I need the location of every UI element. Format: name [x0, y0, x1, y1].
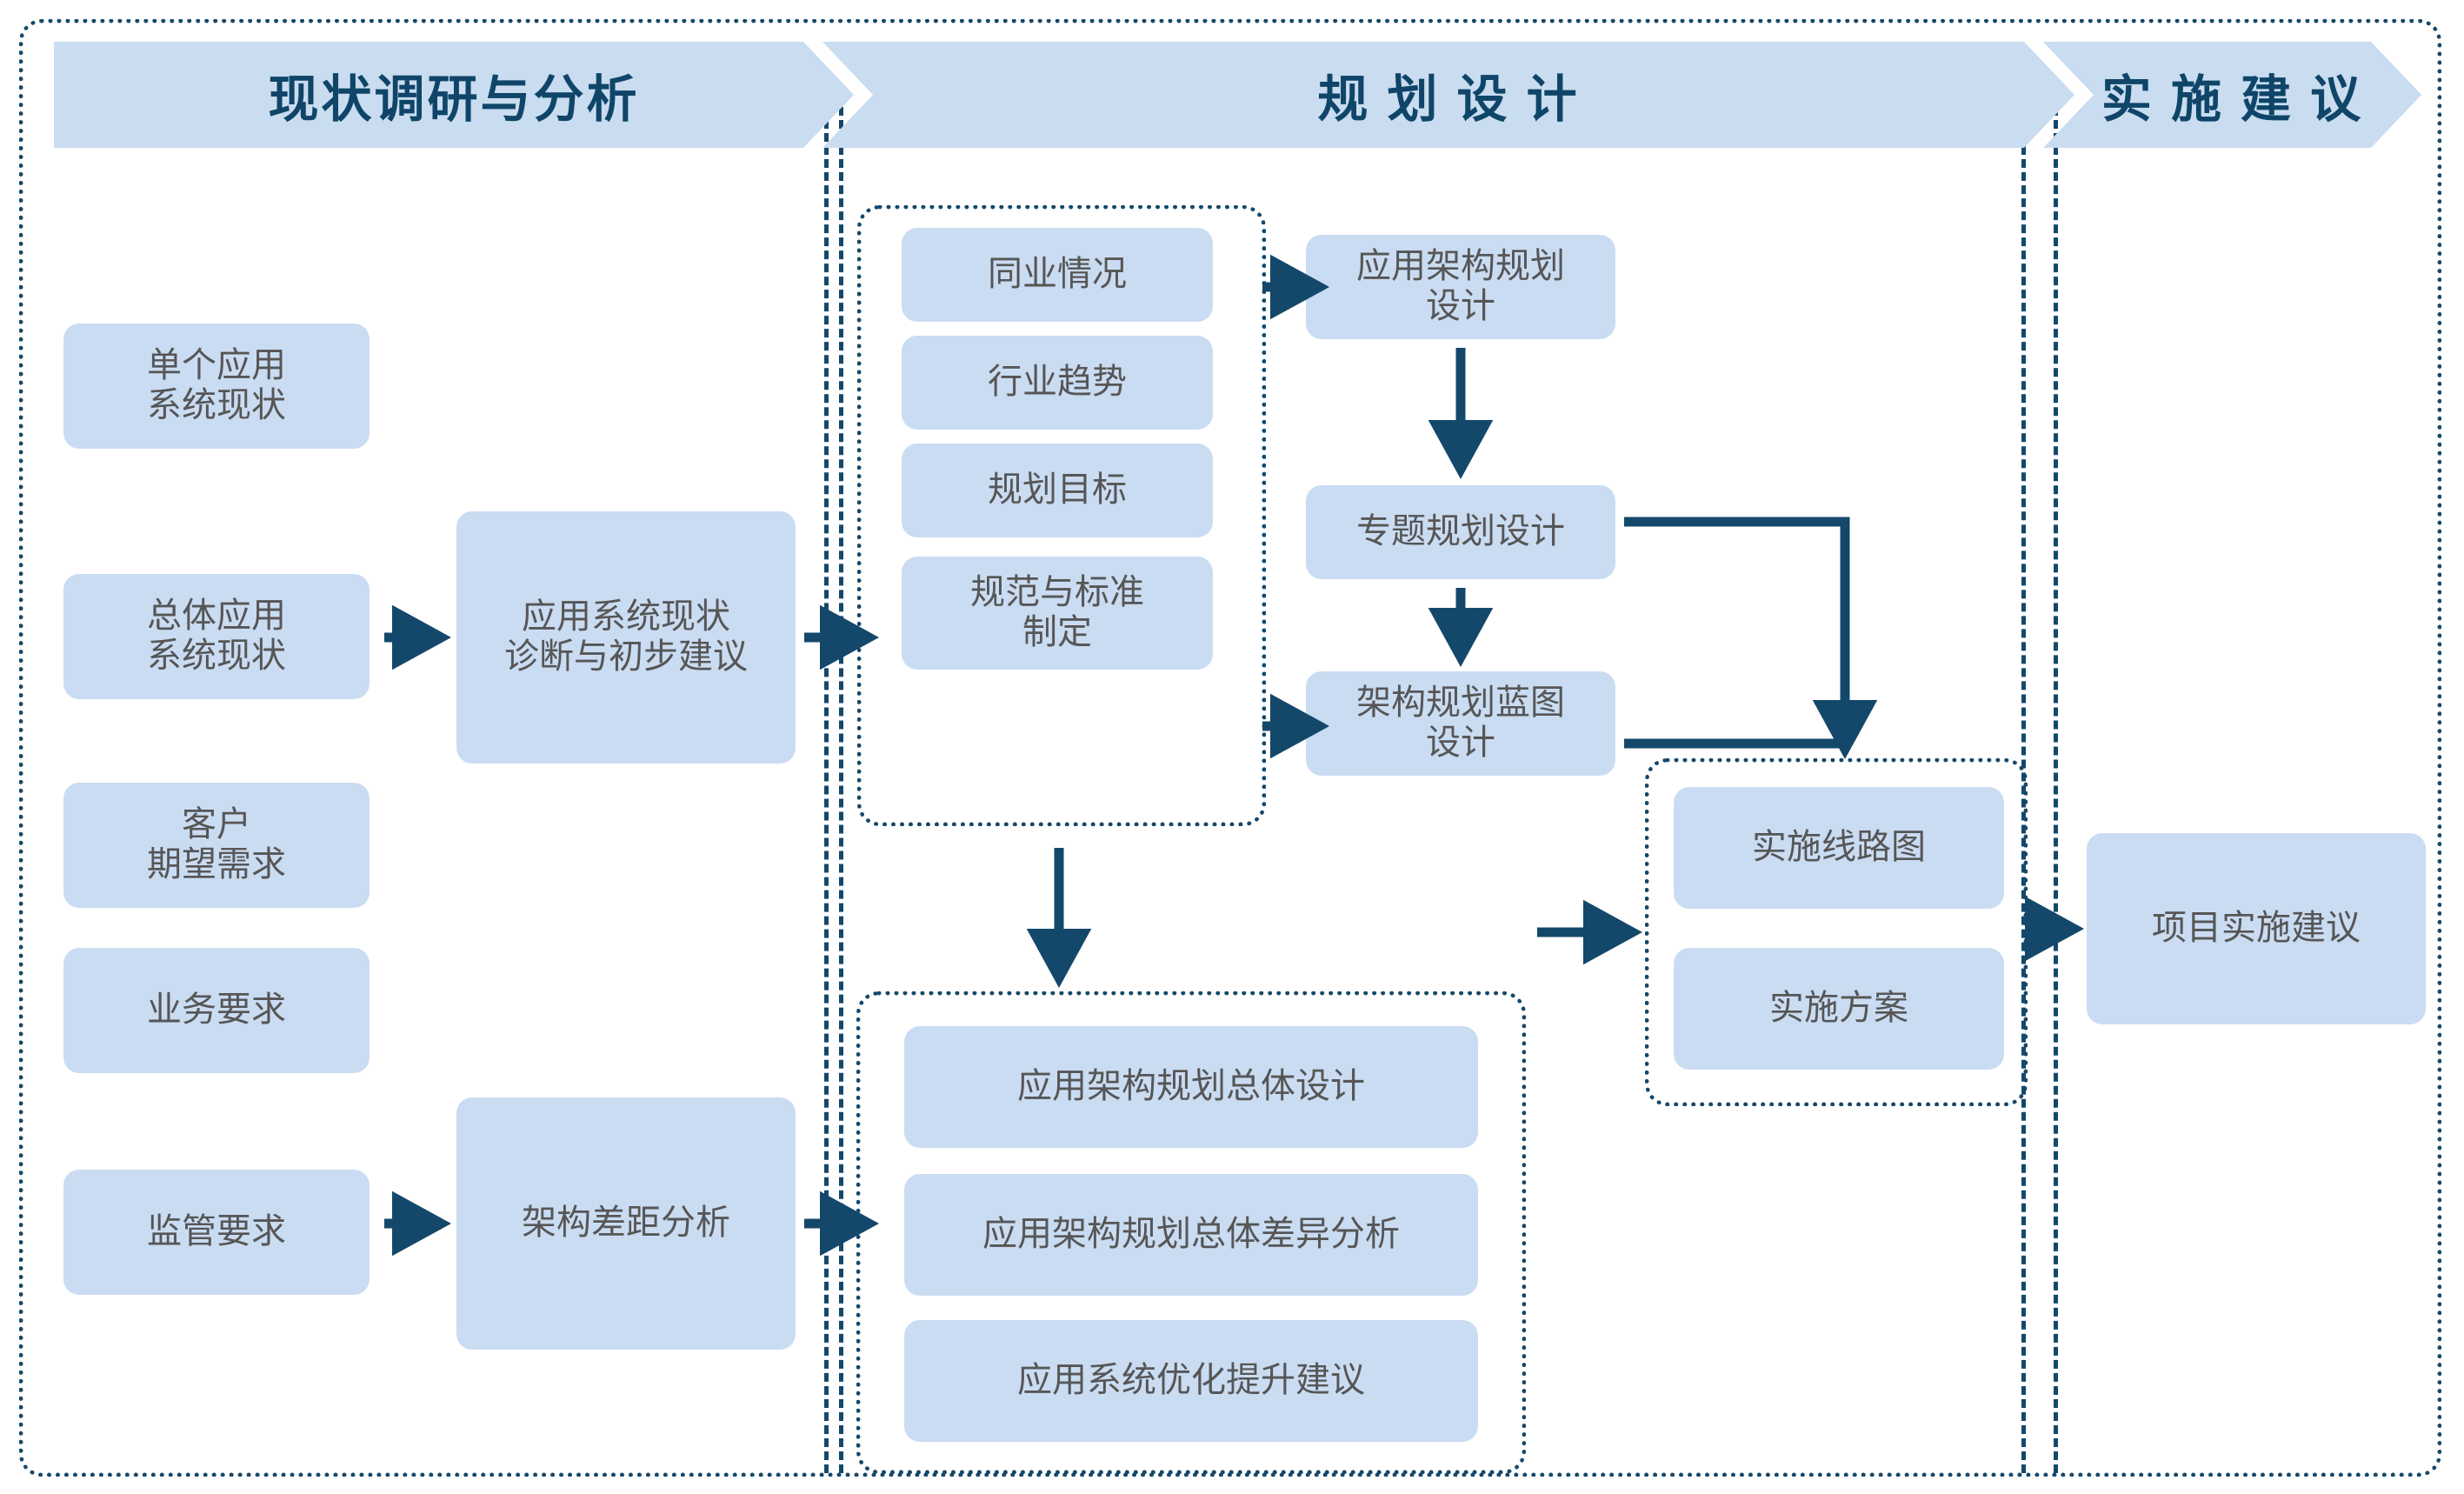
- node-app-status-diagnosis[interactable]: 应用系统现状 诊断与初步建议: [456, 511, 796, 764]
- node-architecture-blueprint-design[interactable]: 架构规划蓝图 设计: [1306, 671, 1615, 776]
- node-project-implementation-advice[interactable]: 项目实施建议: [2087, 833, 2426, 1024]
- node-app-architecture-planning-design[interactable]: 应用架构规划 设计: [1306, 235, 1615, 339]
- node-standards-formulation[interactable]: 规范与标准 制定: [902, 557, 1213, 670]
- node-customer-expectation[interactable]: 客户 期望需求: [63, 783, 370, 908]
- outer-frame: [19, 19, 2441, 1477]
- banner-phase-3-label: 实 施 建 议: [2101, 71, 2364, 128]
- node-overall-app-architecture-design[interactable]: 应用架构规划总体设计: [904, 1026, 1478, 1148]
- node-planning-goal[interactable]: 规划目标: [902, 444, 1213, 537]
- phase-banner: 现状调研与分析 规 划 设 计 实 施 建 议: [0, 42, 2464, 148]
- node-implementation-roadmap[interactable]: 实施线路图: [1674, 787, 2004, 909]
- banner-phase-2-label: 规 划 设 计: [1317, 71, 1580, 128]
- node-implementation-plan[interactable]: 实施方案: [1674, 948, 2004, 1070]
- node-overall-gap-analysis[interactable]: 应用架构规划总体差异分析: [904, 1174, 1478, 1296]
- node-regulatory-requirement[interactable]: 监管要求: [63, 1170, 370, 1295]
- banner-phase-3[interactable]: 实 施 建 议: [2043, 42, 2421, 148]
- banner-phase-1-label: 现状调研与分析: [268, 71, 640, 128]
- phase-separator-1b: [839, 94, 843, 1473]
- node-peer-situation[interactable]: 同业情况: [902, 228, 1213, 322]
- banner-phase-1[interactable]: 现状调研与分析: [54, 42, 854, 148]
- node-overall-app-status[interactable]: 总体应用 系统现状: [63, 574, 370, 699]
- node-industry-trend[interactable]: 行业趋势: [902, 336, 1213, 430]
- node-business-requirement[interactable]: 业务要求: [63, 948, 370, 1073]
- phase-separator-1: [824, 94, 829, 1473]
- node-app-optimization-advice[interactable]: 应用系统优化提升建议: [904, 1320, 1478, 1442]
- banner-phase-2[interactable]: 规 划 设 计: [822, 42, 2074, 148]
- node-thematic-planning-design[interactable]: 专题规划设计: [1306, 485, 1615, 579]
- group-planning-inputs: [857, 205, 1266, 826]
- node-architecture-gap-analysis[interactable]: 架构差距分析: [456, 1097, 796, 1350]
- node-single-app-status[interactable]: 单个应用 系统现状: [63, 323, 370, 449]
- phase-separator-2b: [2054, 94, 2058, 1473]
